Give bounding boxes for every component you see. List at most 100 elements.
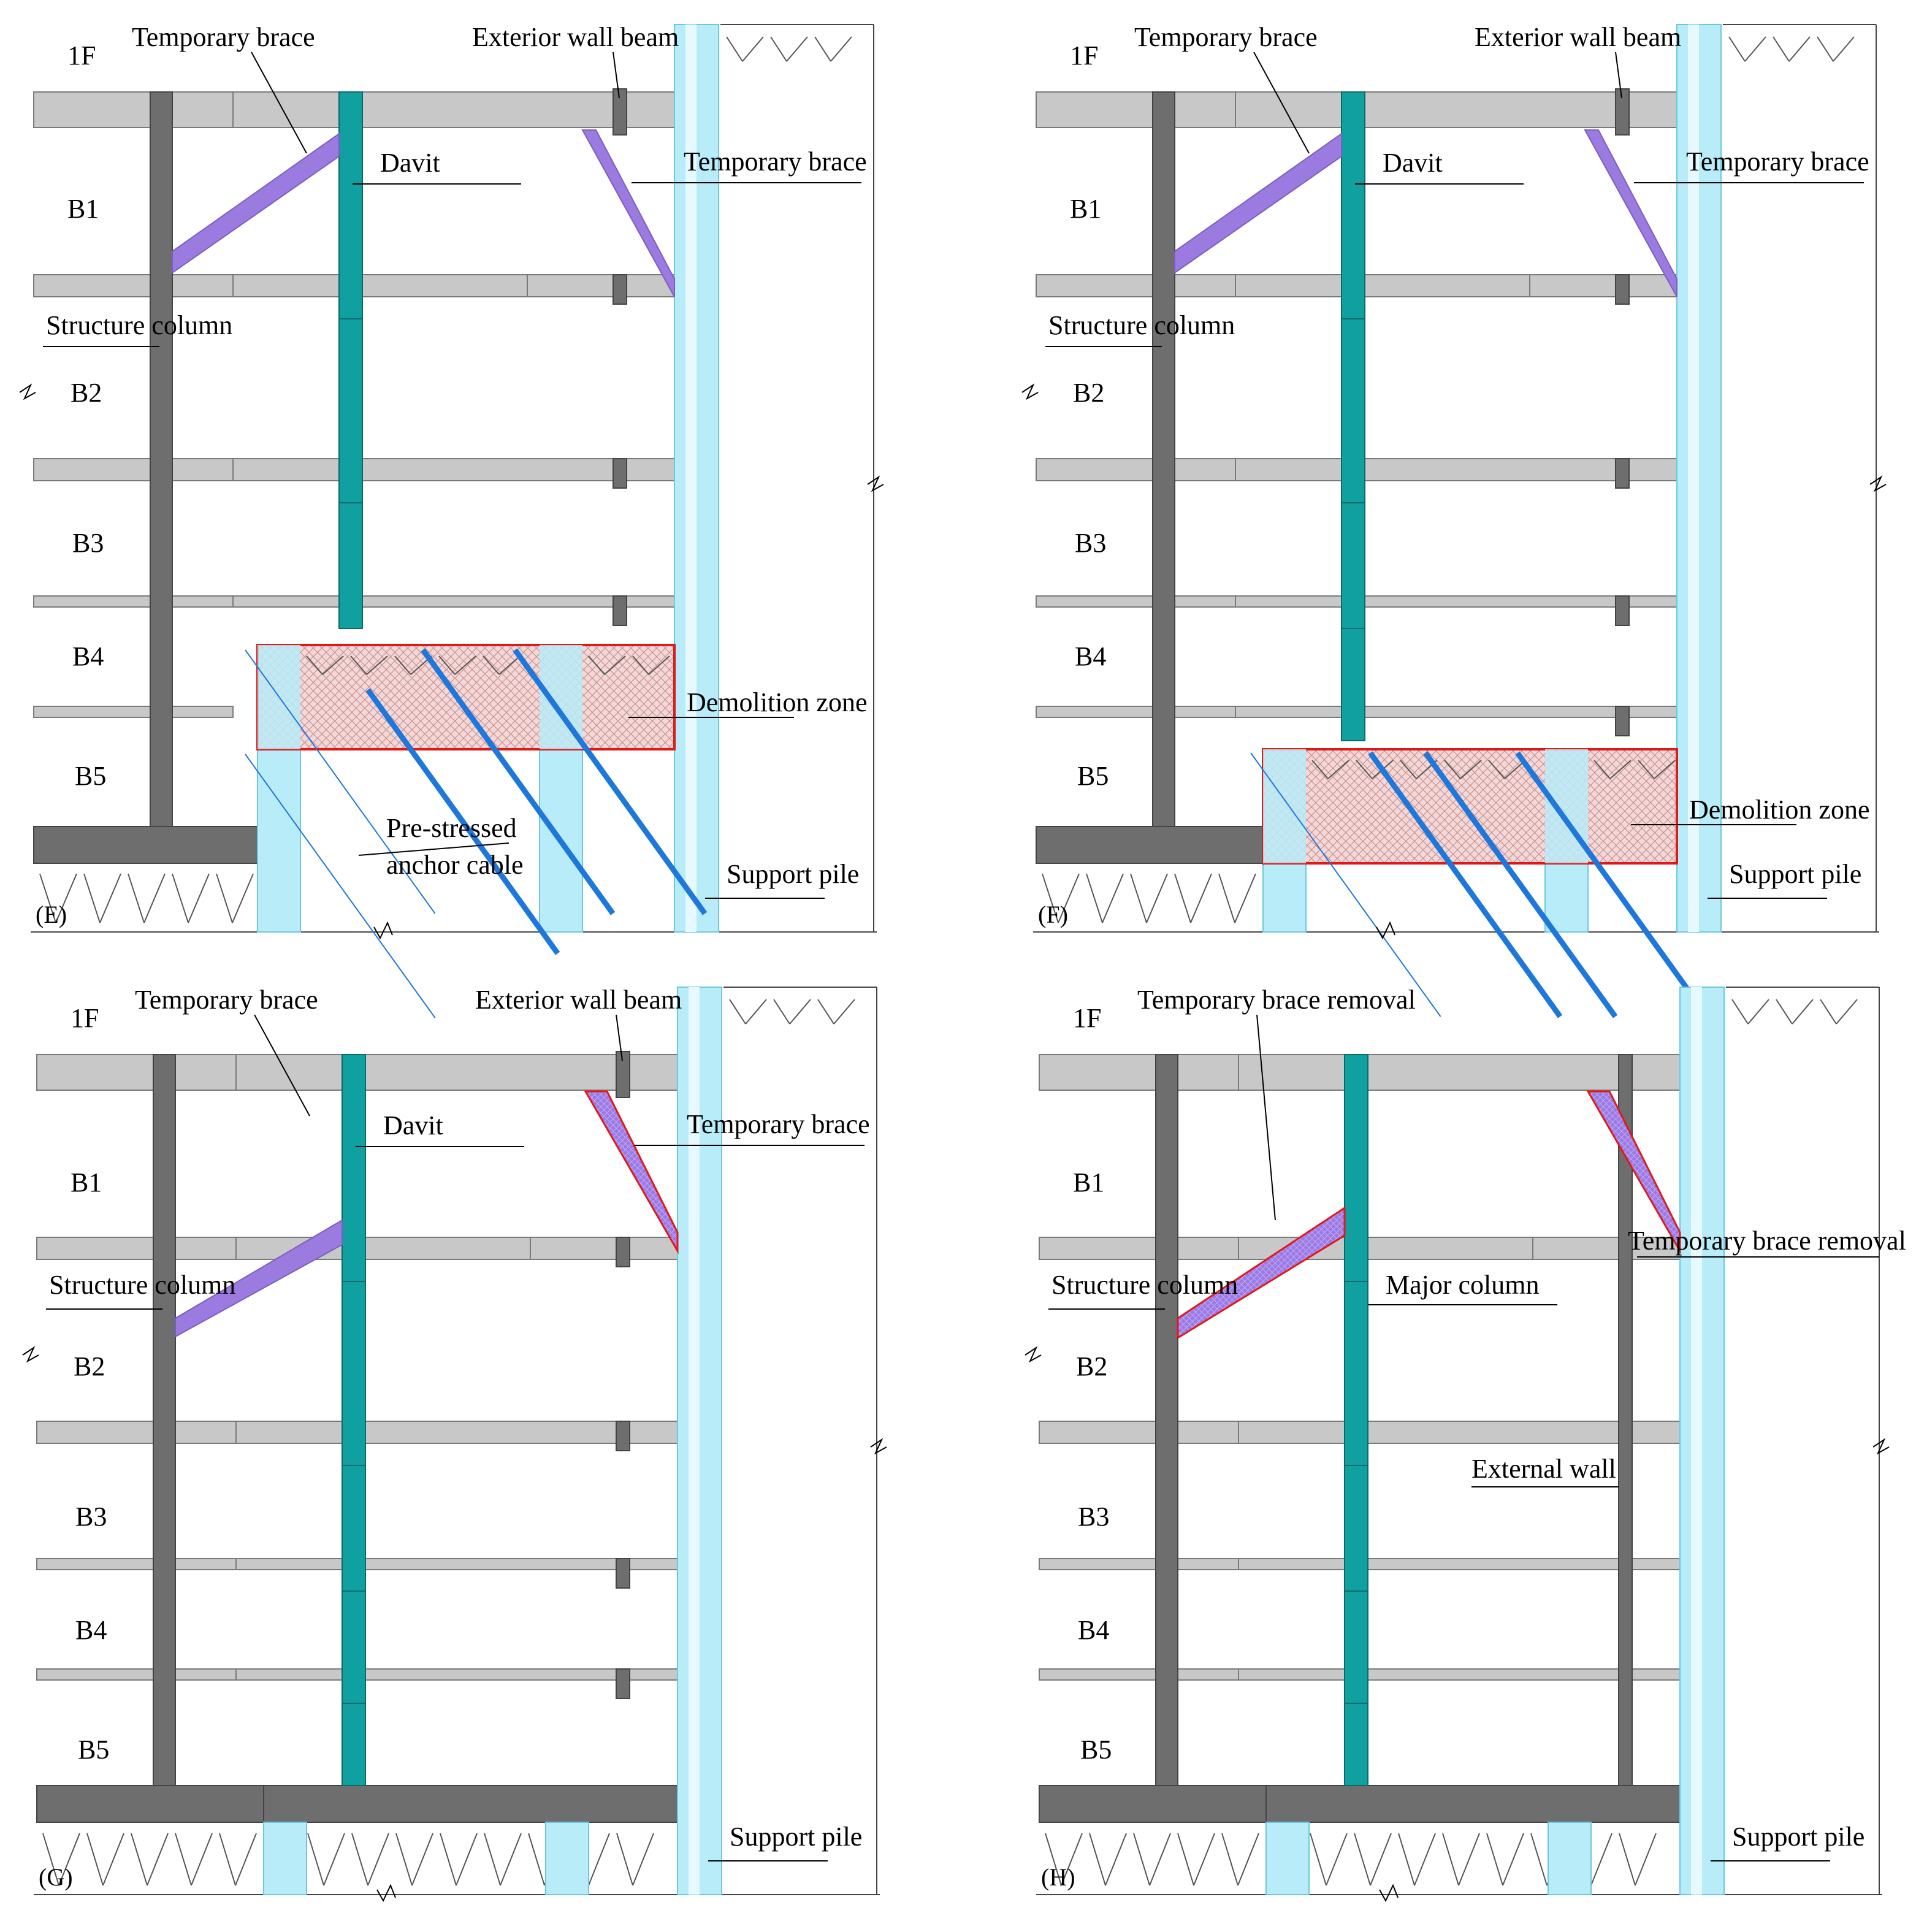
anchor-cable: [245, 649, 436, 914]
label-support-pile: Support pile: [1732, 1822, 1864, 1852]
label-davit: Davit: [380, 148, 440, 178]
panel-label: (E): [36, 901, 67, 928]
soil-bottom: [1045, 1833, 1657, 1886]
soil-hatch-mark: [395, 1833, 433, 1886]
break-mark: [870, 1438, 887, 1455]
label-major-column: Major column: [1386, 1270, 1540, 1300]
label-support-pile: Support pile: [730, 1822, 862, 1852]
level-label-b3: B3: [1078, 1502, 1109, 1532]
exterior-wall-beam: [616, 1668, 630, 1699]
base-slab: [36, 1785, 678, 1823]
soil-hatch-mark: [729, 999, 767, 1025]
level-label-b1: B1: [1073, 1167, 1104, 1197]
label-anchor-cable-line2: anchor cable: [386, 850, 524, 880]
exterior-wall-beam: [613, 595, 627, 626]
support-pile-highlight: [689, 987, 700, 1895]
soil-hatch-mark: [1311, 760, 1349, 779]
break-mark: [867, 475, 884, 492]
external-wall: [1618, 1054, 1633, 1786]
label-exterior-wall-beam: Exterior wall beam: [475, 985, 682, 1015]
exterior-wall-beam: [613, 88, 627, 136]
level-label-b4: B4: [1075, 641, 1106, 671]
label-temporary-brace-right: Temporary brace removal: [1628, 1226, 1906, 1256]
anchor-cable: [365, 688, 560, 955]
soil-hatch-mark: [588, 655, 626, 675]
soil-hatch-mark: [1045, 1833, 1083, 1886]
level-label-b4: B4: [72, 641, 104, 671]
soil-top-right: [1731, 999, 1858, 1025]
soil-hatch-mark: [86, 1833, 124, 1886]
level-label-b3: B3: [72, 528, 104, 558]
leader-exterior-wall-beam: [1615, 52, 1622, 99]
inner-pile-overlay: [1263, 749, 1306, 863]
soil-hatch-mark: [219, 1833, 257, 1886]
level-label-b3: B3: [1075, 528, 1106, 558]
soil-hatch-mark: [1177, 1833, 1215, 1886]
temporary-brace-right: [1584, 129, 1677, 297]
soil-hatch-mark: [438, 655, 476, 675]
soil-hatch-mark: [632, 655, 670, 675]
leader-anchor-cable: [358, 842, 510, 856]
label-structure-column: Structure column: [1048, 310, 1235, 340]
soil-hatch-mark: [1133, 1833, 1171, 1886]
soil-hatch-mark: [175, 1833, 213, 1886]
anchor-cable: [421, 648, 616, 915]
structure-column: [153, 1054, 176, 1786]
soil-hatch-mark: [773, 999, 811, 1025]
label-structure-column: Structure column: [49, 1270, 235, 1300]
soil-hatch-mark: [39, 873, 77, 923]
soil-in-zone: [1593, 760, 1676, 779]
break-mark: [19, 383, 36, 400]
soil-top-right: [729, 999, 855, 1025]
label-davit: Davit: [1383, 148, 1443, 178]
label-support-pile: Support pile: [1729, 859, 1861, 889]
exterior-wall-beam: [613, 274, 627, 305]
label-demolition-zone: Demolition zone: [687, 687, 868, 717]
soil-hatch-mark: [172, 873, 210, 923]
anchor-cable: [1423, 751, 1618, 1018]
label-anchor-cable-line1: Pre-stressed: [386, 813, 517, 843]
leader-temporary-brace-left: [1253, 52, 1310, 154]
soil-hatch-mark: [216, 873, 254, 923]
temporary-brace-right-removal: [1586, 1090, 1681, 1254]
soil-hatch-mark: [726, 36, 764, 62]
leader-temporary-brace-left: [1256, 1014, 1276, 1221]
inner-pile: [545, 1822, 589, 1895]
label-temporary-brace-right: Temporary brace: [1686, 147, 1869, 177]
break-mark: [1021, 383, 1039, 400]
soil-hatch-mark: [350, 655, 388, 675]
label-exterior-wall-beam: Exterior wall beam: [1475, 22, 1681, 52]
level-label-1f: 1F: [67, 40, 96, 71]
break-mark: [1379, 1884, 1399, 1903]
break-mark: [376, 1884, 396, 1903]
temporary-brace-left-removal: [1177, 1206, 1346, 1340]
panel-label: (F): [1038, 901, 1068, 928]
break-mark: [1376, 921, 1395, 940]
soil-hatch-mark: [1776, 999, 1814, 1025]
level-label-1f: 1F: [1073, 1003, 1101, 1033]
level-label-b5: B5: [78, 1735, 109, 1765]
base-slab: [1036, 826, 1264, 864]
soil-hatch-mark: [1354, 1833, 1392, 1886]
base-slab: [33, 826, 258, 864]
soil-hatch-mark: [1174, 873, 1212, 923]
soil-hatch-mark: [1773, 36, 1811, 62]
soil-in-zone: [588, 655, 670, 675]
break-mark: [373, 921, 393, 940]
temporary-brace-right: [584, 1090, 679, 1254]
anchor-cable: [513, 648, 708, 915]
leader-temporary-brace-left: [254, 1014, 310, 1117]
exterior-wall-beam: [1615, 88, 1630, 136]
level-label-b1: B1: [71, 1167, 102, 1197]
soil-hatch-mark: [1820, 999, 1858, 1025]
label-exterior-wall-beam: Exterior wall beam: [472, 22, 679, 52]
exterior-wall-beam: [616, 1237, 630, 1267]
major-column: [1344, 1054, 1368, 1786]
soil-hatch-mark: [1089, 1833, 1127, 1886]
level-label-b2: B2: [1076, 1351, 1107, 1381]
anchor-cable: [1515, 751, 1710, 1018]
soil-hatch-mark: [1486, 1833, 1524, 1886]
exterior-wall-beam: [616, 1421, 630, 1451]
